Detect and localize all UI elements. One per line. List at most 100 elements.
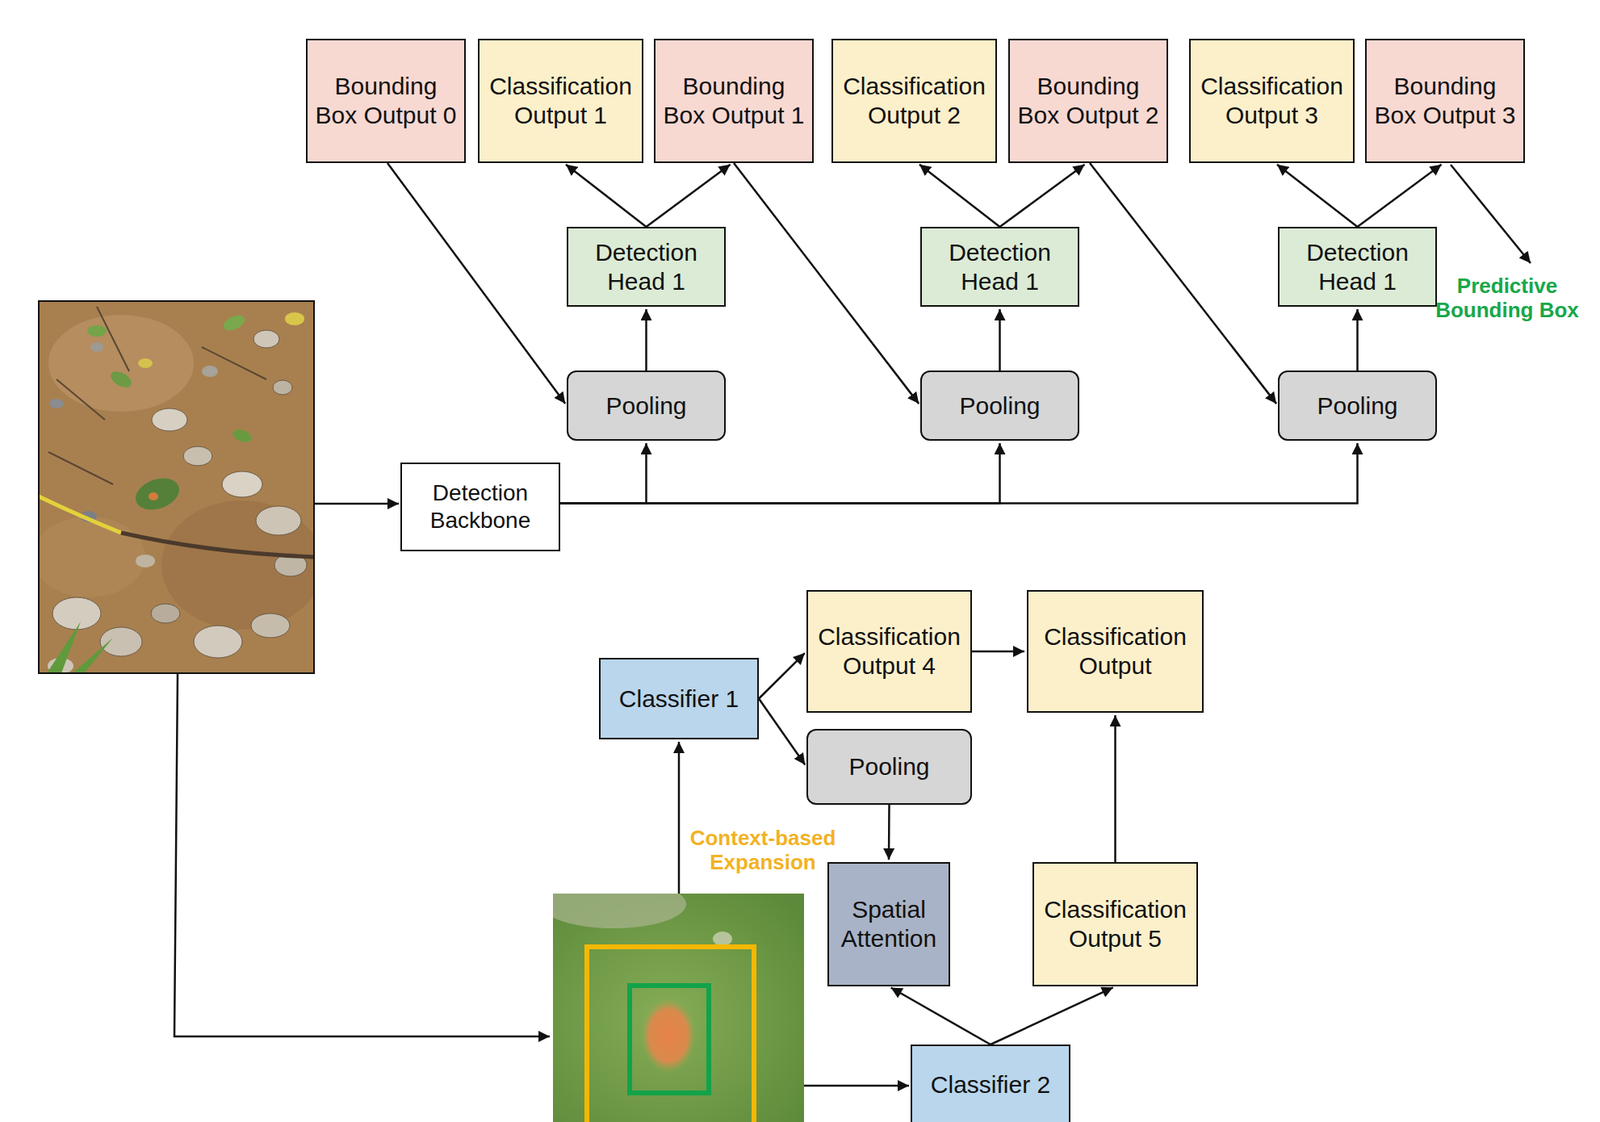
connector-arrow (560, 443, 1001, 504)
soil-patch (161, 500, 315, 630)
backbone-box: Detection Backbone (400, 462, 561, 552)
soil-patch (48, 314, 194, 412)
grass-blade (46, 621, 114, 674)
leaf (131, 473, 185, 516)
leaf-highlight (552, 893, 687, 929)
node-text: Bounding Box Output 3 (1371, 71, 1519, 130)
connector-arrow (1114, 715, 1117, 863)
soil-ground (38, 301, 315, 674)
classification-output: Classification Output (1026, 590, 1204, 713)
pooling-box: Pooling (566, 370, 726, 441)
detection-head: Detection Head 1 (1277, 226, 1437, 307)
classification-output: Classification Output 2 (831, 38, 997, 164)
leaf (138, 358, 153, 369)
leaf (230, 427, 253, 444)
soil-photo (38, 301, 315, 674)
connector-arrow (1089, 163, 1277, 404)
node-text: Pooling (926, 391, 1073, 421)
connector-arrow (387, 163, 566, 404)
node-text: Classification Output 4 (812, 622, 966, 681)
classification-output: Classification Output 1 (477, 38, 644, 164)
leaf-highlight (712, 931, 733, 947)
node-text: Detection Head 1 (573, 238, 720, 297)
stone (201, 365, 218, 377)
connector-arrow (1000, 164, 1085, 227)
node-text: Detection Backbone (406, 479, 554, 534)
classifier-box: Classifier 1 (598, 657, 759, 740)
connector-arrow (971, 650, 1025, 654)
pooling-box: Pooling (1277, 370, 1437, 441)
stone (221, 471, 263, 498)
leaf-spot (148, 492, 159, 501)
stone (135, 554, 155, 568)
node-text: Pooling (573, 391, 720, 421)
bounding-box-output: Bounding Box Output 3 (1365, 38, 1525, 164)
connector-arrow (560, 443, 1358, 504)
attention-box: Spatial Attention (827, 862, 951, 987)
node-text: Detection Head 1 (1284, 238, 1431, 297)
annotation-label: Context-based Expansion (682, 826, 844, 876)
stone (272, 380, 293, 395)
connector-arrow (891, 987, 991, 1045)
stone (151, 408, 188, 432)
node-text: Classifier 1 (605, 684, 753, 714)
classification-output: Classification Output 4 (806, 590, 972, 713)
crop-arrow (804, 1084, 909, 1088)
output-arrow (1450, 164, 1531, 264)
connector-arrow (733, 163, 919, 404)
stone (52, 597, 101, 630)
leaf-crop (552, 893, 805, 1122)
connector-arrow (887, 804, 891, 860)
image-arrow (314, 502, 399, 506)
node-text: Bounding Box Output 2 (1014, 71, 1162, 130)
crop-arrow (678, 741, 681, 894)
connector-arrow (990, 987, 1114, 1045)
node-text: Detection Head 1 (926, 238, 1073, 297)
node-text: Pooling (1284, 391, 1431, 421)
connector-group (387, 163, 1442, 1045)
connector-arrow (565, 164, 647, 227)
leaf (87, 325, 107, 337)
stone (255, 506, 302, 536)
detected-box (629, 985, 709, 1094)
stone (253, 330, 280, 348)
leaf (284, 312, 305, 326)
expanded-box (586, 946, 754, 1122)
hose (38, 496, 122, 533)
node-text: Spatial Attention (833, 895, 944, 954)
node-text: Classification Output 1 (484, 71, 637, 130)
connector-arrow (1356, 309, 1359, 371)
node-text: Classification Output (1033, 622, 1198, 681)
soil-patch (38, 516, 146, 598)
stone (100, 627, 143, 657)
connector-arrow (1277, 164, 1358, 227)
connector-arrow (919, 164, 1001, 227)
node-text: Classification Output 5 (1038, 895, 1192, 954)
connector-arrow (758, 699, 805, 766)
node-text: Bounding Box Output 1 (660, 71, 808, 130)
classifier-box: Classifier 2 (910, 1044, 1071, 1122)
photo-frame (38, 301, 315, 674)
pooling-box: Pooling (920, 370, 1080, 441)
disease-spot (640, 998, 696, 1073)
stone (90, 342, 104, 352)
connector-arrow (560, 443, 647, 504)
stone (251, 613, 290, 638)
bounding-box-output: Bounding Box Output 0 (305, 38, 466, 164)
detection-head: Detection Head 1 (920, 226, 1080, 307)
connector-arrow (645, 309, 648, 371)
node-text: Bounding Box Output 0 (312, 71, 460, 130)
classification-output: Classification Output 3 (1189, 38, 1355, 164)
leaf-surface (552, 893, 805, 1122)
image-arrow (174, 673, 550, 1037)
connector-arrow (758, 653, 805, 699)
pooling-box: Pooling (806, 728, 972, 805)
node-text: Pooling (812, 752, 966, 782)
node-text: Classification Output 3 (1195, 71, 1349, 130)
stone (150, 603, 181, 624)
leaf (108, 368, 135, 391)
stone (49, 398, 64, 409)
cable (121, 532, 315, 558)
stone (193, 625, 243, 658)
